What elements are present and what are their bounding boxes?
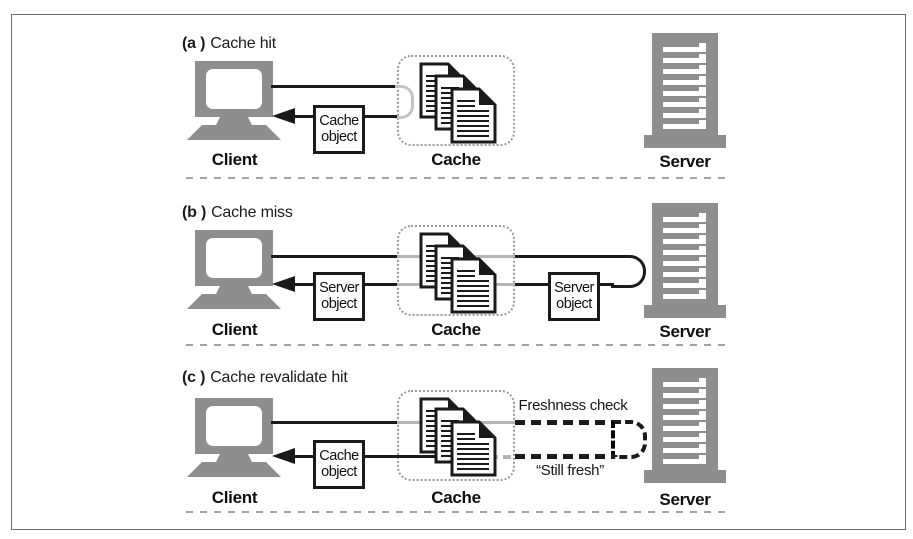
panel-letter: (b ) [182, 204, 207, 221]
response-line-segment [295, 115, 314, 118]
server-icon [644, 368, 726, 483]
object-box-line1: Cache [319, 112, 359, 129]
response-line-segment [295, 455, 314, 458]
client-computer-icon [187, 398, 281, 477]
document-icon [450, 257, 497, 314]
object-box-line1: Cache [319, 447, 359, 464]
cache-uturn-connector [395, 85, 414, 119]
client-computer-icon [187, 61, 281, 140]
panel-title-text: Cache hit [210, 35, 276, 52]
freshness-check-dashed-line [515, 420, 614, 425]
request-line-segment [515, 255, 614, 258]
server-label: Server [659, 490, 711, 509]
response-line-segment [365, 283, 397, 286]
document-icon [450, 420, 497, 477]
panel-separator [186, 511, 728, 513]
still-fresh-dashed-line-faded [490, 455, 516, 459]
panel-title-text: Cache revalidate hit [210, 369, 348, 386]
panel-title: (a )Cache hit [182, 35, 276, 53]
cache-object-box: Cache object [313, 105, 365, 154]
client-screen [206, 238, 262, 278]
object-box-line2: object [556, 295, 592, 312]
response-arrow-icon [272, 276, 295, 292]
panel-separator [186, 177, 728, 179]
document-icon [450, 87, 497, 144]
request-line [271, 85, 397, 88]
server-icon [644, 33, 726, 148]
cache-label: Cache [431, 320, 481, 339]
freshness-check-label: Freshness check [518, 397, 628, 414]
server-icon [644, 203, 726, 318]
client-screen [206, 406, 262, 446]
cache-label: Cache [431, 488, 481, 507]
still-fresh-label: “Still fresh” [536, 462, 604, 479]
client-screen [206, 69, 262, 109]
object-box-line1: Server [554, 279, 594, 296]
response-line-segment [600, 283, 614, 286]
panel-title-text: Cache miss [211, 204, 293, 221]
request-line-segment [271, 421, 397, 424]
panel-cache-revalidate-hit: (c )Cache revalidate hit Client Freshnes… [0, 345, 913, 513]
object-box-line1: Server [319, 279, 359, 296]
panel-cache-miss: (b )Cache miss Client Server object Serv… [0, 178, 913, 345]
client-label: Client [211, 320, 258, 339]
response-arrow-icon [272, 108, 295, 124]
object-box-line2: object [321, 463, 357, 480]
server-object-box-server-side: Server object [548, 272, 600, 321]
server-uturn-connector [611, 255, 646, 288]
panel-title: (b )Cache miss [182, 204, 293, 222]
object-box-line2: object [321, 128, 357, 145]
cache-object-box: Cache object [313, 440, 365, 489]
server-label: Server [659, 152, 711, 171]
response-line-segment [515, 283, 548, 286]
response-line-segment [295, 283, 314, 286]
server-label: Server [659, 322, 711, 341]
response-arrow-icon [272, 448, 295, 464]
panel-letter: (c ) [182, 369, 206, 386]
server-object-box-client-side: Server object [313, 272, 365, 321]
server-uturn-dashed-connector [611, 420, 647, 459]
cache-label: Cache [431, 150, 481, 169]
object-box-line2: object [321, 295, 357, 312]
panel-separator [186, 344, 728, 346]
response-line-segment [365, 115, 397, 118]
panel-title: (c )Cache revalidate hit [182, 369, 348, 387]
still-fresh-dashed-line [515, 454, 614, 459]
client-computer-icon [187, 230, 281, 309]
client-label: Client [211, 150, 258, 169]
request-line-segment [271, 255, 398, 258]
client-label: Client [211, 488, 258, 507]
response-line-segment [365, 455, 490, 458]
figure-border [11, 14, 906, 530]
panel-cache-hit: (a )Cache hit Client Cache object [0, 25, 913, 178]
panel-letter: (a ) [182, 35, 206, 52]
